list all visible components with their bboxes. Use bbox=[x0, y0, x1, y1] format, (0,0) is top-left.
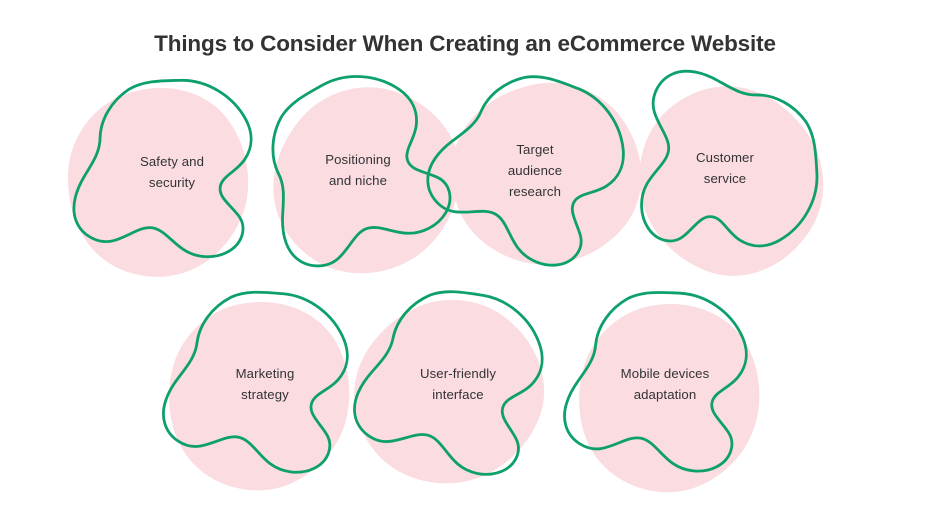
blob-shape-safety-and-security bbox=[67, 78, 253, 277]
blob-outline-customer-service bbox=[640, 69, 819, 248]
blob-shape-marketing-strategy bbox=[162, 290, 350, 491]
blob-outline-target-audience-research bbox=[426, 75, 625, 267]
page-title: Things to Consider When Creating an eCom… bbox=[154, 31, 776, 56]
blob-fill-safety-and-security bbox=[67, 87, 249, 277]
blob-shape-customer-service bbox=[639, 69, 824, 276]
blob-shape-mobile-devices-adaptation bbox=[563, 291, 760, 493]
blob-outline-safety-and-security bbox=[72, 78, 253, 259]
blob-fill-target-audience-research bbox=[451, 83, 642, 265]
blob-fill-marketing-strategy bbox=[169, 301, 350, 491]
blob-shape-target-audience-research bbox=[426, 75, 642, 267]
blob-shape-positioning-and-niche bbox=[271, 75, 460, 274]
blob-shape-user-friendly-interface bbox=[353, 290, 545, 484]
blob-outline-positioning-and-niche bbox=[271, 75, 452, 268]
blob-outline-mobile-devices-adaptation bbox=[563, 291, 748, 473]
blob-fill-customer-service bbox=[639, 86, 824, 276]
blob-outline-user-friendly-interface bbox=[353, 290, 544, 476]
blob-outline-marketing-strategy bbox=[162, 290, 349, 474]
blob-fill-mobile-devices-adaptation bbox=[579, 304, 760, 493]
